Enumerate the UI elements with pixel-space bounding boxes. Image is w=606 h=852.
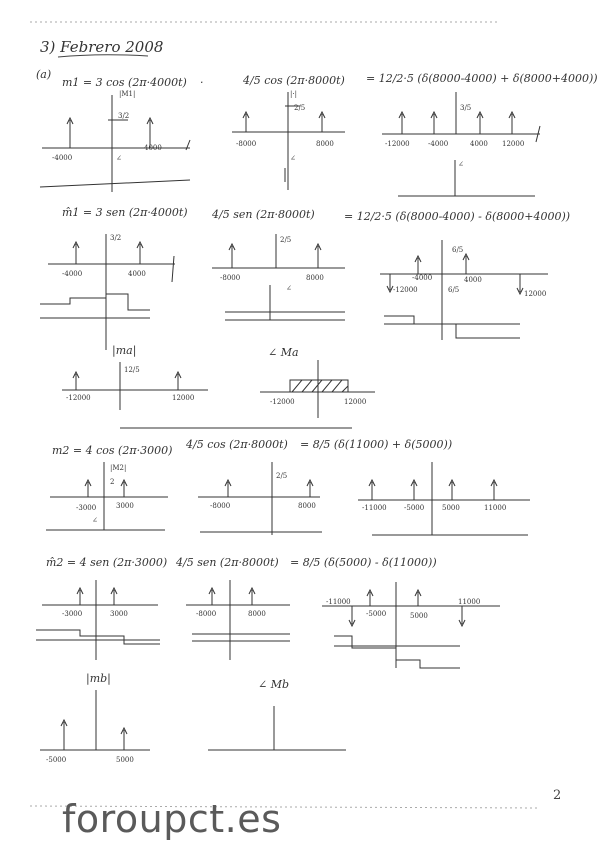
row5-p3-tick-3: 5000 [410,612,428,620]
row1-plot-magnitude-2 [232,92,345,190]
row1-p2-amp: 2/5 [294,104,305,112]
row2-p3-tick-4: 12000 [524,290,546,298]
row1-p3-tick-1: -12000 [385,140,410,148]
row6-magnitude-label: |mb| [86,672,111,686]
row3-magnitude-label: |ma| [112,344,136,358]
row3-amp: 12/5 [124,366,140,374]
row6-phase-label: ∠ Mb [258,678,289,691]
row1-p1-label: |M1| [119,90,135,98]
row1-equation-2: 4/5 cos (2π·8000t) [242,74,345,87]
row5-p2-pos-tick: 8000 [248,610,266,618]
row3-plot-phase [260,360,375,418]
watermark-text: foroupct.es [62,797,282,841]
row1-plot-magnitude-3 [382,92,541,197]
row6-neg-tick: -5000 [46,756,66,764]
row4-p1-pos-tick: 3000 [116,502,134,510]
row4-plot-magnitude-1 [46,462,168,531]
row5-equation-3: = 8/5 (δ(5000) - δ(11000)) [290,556,437,569]
row2-p1-amp: 3/2 [110,234,121,242]
row4-plot-magnitude-3 [358,462,530,536]
row3-neg-tick: -12000 [66,394,91,402]
row1-p3-phase: ∠ [458,160,464,168]
row2-p3-tick-3: 4000 [464,276,482,284]
row5-equation-1: m̂2 = 4 sen (2π·3000) [46,556,167,569]
row1-p3-tick-2: -4000 [428,140,448,148]
row1-p2-label: |·| [290,90,297,98]
row6-plot-phase [208,706,346,751]
row1-p3-tick-3: 4000 [470,140,488,148]
row5-p3-tick-2: -5000 [366,610,386,618]
row1-p1-neg-tick: -4000 [52,154,72,162]
row2-equation-3: = 12/2·5 (δ(8000-4000) - δ(8000+4000)) [344,210,570,223]
row4-p1-label: |M2| [110,464,126,472]
row2-p3-amp-bottom: 6/5 [448,286,459,294]
row5-plot-2 [186,580,290,660]
row1-p1-amp: 3/2 [118,112,129,120]
row4-p1-amp: 2 [110,478,114,486]
row1-p3-tick-4: 12000 [502,140,524,148]
row1-p2-phase: ∠ [290,154,296,162]
row2-p2-amp: 2/5 [280,236,291,244]
row2-equation-1: m̂1 = 3 sen (2π·4000t) [62,206,188,219]
row4-p1-neg-tick: -3000 [76,504,96,512]
row3-pos-tick: 12000 [172,394,194,402]
svg-text:·: · [200,76,204,89]
row4-equation-3: = 8/5 (δ(11000) + δ(5000)) [300,438,452,451]
row3-plot-magnitude [62,362,208,410]
row5-plot-1 [36,580,160,660]
row1-plot-magnitude-1 [39,95,191,192]
row2-p1-pos-tick: 4000 [128,270,146,278]
row4-p2-neg-tick: -8000 [210,502,230,510]
row4-p1-phase: ∠ [92,516,98,524]
row5-p1-neg-tick: -3000 [62,610,82,618]
page-title: 3) Febrero 2008 [40,38,163,56]
row2-p2-phase: ∠ [286,284,292,292]
row5-p3-tick-1: -11000 [326,598,351,606]
row3-phase-neg-tick: -12000 [270,398,295,406]
row5-p2-neg-tick: -8000 [196,610,216,618]
row5-plot-3 [322,582,500,669]
row4-p2-pos-tick: 8000 [298,502,316,510]
row1-p1-phase: ∠ [116,154,122,162]
row3-phase-pos-tick: 12000 [344,398,366,406]
row1-equation-3: = 12/2·5 (δ(8000-4000) + δ(8000+4000)) [366,72,598,85]
row1-p2-pos-tick: 8000 [316,140,334,148]
row1-p3-amp: 3/5 [460,104,471,112]
row5-equation-2: 4/5 sen (2π·8000t) [175,556,279,569]
row4-p3-tick-2: -5000 [404,504,424,512]
row4-p3-tick-3: 5000 [442,504,460,512]
row2-p2-neg-tick: -8000 [220,274,240,282]
row4-plot-magnitude-2 [198,462,322,535]
row6-plot-magnitude [40,690,150,751]
page-number: 2 [553,788,562,803]
row4-equation-2: 4/5 cos (2π·8000t) [185,438,288,451]
row2-plot-magnitude-1 [40,234,175,350]
row2-p3-tick-2: -4000 [412,274,432,282]
row2-p3-amp-top: 6/5 [452,246,463,254]
row5-p3-tick-4: 11000 [458,598,480,606]
row1-p1-pos-tick: 4000 [144,144,162,152]
row6-pos-tick: 5000 [116,756,134,764]
row2-p2-pos-tick: 8000 [306,274,324,282]
row3-phase-label: ∠ Ma [268,346,299,359]
row2-p1-neg-tick: -4000 [62,270,82,278]
row1-p2-neg-tick: -8000 [236,140,256,148]
row4-p3-tick-1: -11000 [362,504,387,512]
row2-plot-magnitude-3 [380,240,548,340]
row2-plot-magnitude-2 [212,234,345,321]
row5-p1-pos-tick: 3000 [110,610,128,618]
row4-p3-tick-4: 11000 [484,504,506,512]
row4-p2-amp: 2/5 [276,472,287,480]
row1-equation-1: m1 = 3 cos (2π·4000t) [62,76,187,89]
row4-equation-1: m2 = 4 cos (2π·3000) [52,444,172,457]
row2-equation-2: 4/5 sen (2π·8000t) [211,208,315,221]
row2-p3-tick-1: -12000 [393,286,418,294]
part-label: (a) [36,68,51,81]
